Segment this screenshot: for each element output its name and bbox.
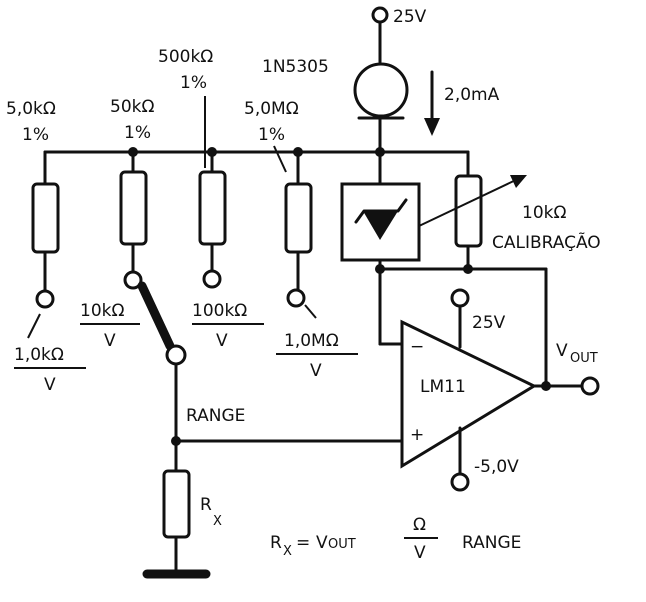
- diode-part-label: 1N5305: [262, 57, 329, 77]
- rx-label-sub: X: [213, 514, 222, 529]
- formula-equals: =: [296, 533, 310, 553]
- diode-1n5305-body: [353, 62, 409, 118]
- vout-label: V: [556, 341, 568, 361]
- range1-tolerance-label: 1%: [22, 125, 49, 145]
- opamp-minus-label: −: [410, 337, 424, 357]
- zener-bar-icon: [354, 198, 408, 224]
- range1-label-num: 1,0kΩ: [14, 345, 64, 365]
- range2-tolerance-label: 1%: [124, 123, 151, 143]
- formula-range: RANGE: [462, 533, 521, 553]
- range-switch-blade[interactable]: [137, 281, 175, 351]
- range3-label-den: V: [216, 331, 228, 351]
- rx-resistor[interactable]: [162, 469, 191, 539]
- formula-fraction-den: V: [414, 543, 426, 563]
- vout-label-sub: OUT: [570, 351, 598, 366]
- range4-label-num: 1,0MΩ: [284, 331, 339, 351]
- range2-switch-contact[interactable]: [123, 270, 143, 290]
- range3-resistor-label: 500kΩ: [158, 47, 213, 67]
- supply-25v-terminal: [371, 6, 389, 24]
- rx-label: R: [200, 495, 212, 515]
- opamp-name-label: LM11: [420, 377, 466, 397]
- vout-terminal[interactable]: [580, 376, 600, 396]
- range1-resistor: [31, 182, 60, 254]
- range4-resistor: [284, 182, 313, 254]
- range2-label-den: V: [104, 331, 116, 351]
- range-switch-label: RANGE: [186, 406, 245, 426]
- range4-tolerance-label: 1%: [258, 125, 285, 145]
- current-arrow-head: [424, 118, 440, 136]
- cal-wiper-arrow-shaft: [418, 177, 521, 227]
- opamp-vminus-label: -5,0V: [474, 457, 519, 477]
- range1-resistor-label: 5,0kΩ: [6, 99, 56, 119]
- opamp-vplus-label: 25V: [472, 313, 506, 333]
- range4-label-den: V: [310, 361, 322, 381]
- range1-switch-contact[interactable]: [35, 289, 55, 309]
- cal-wiper-arrow-head: [510, 175, 527, 188]
- opamp-vplus-terminal: [450, 288, 470, 308]
- formula-fraction-num: Ω: [413, 515, 426, 535]
- formula-lhs: R: [270, 533, 282, 553]
- current-label: 2,0mA: [444, 85, 500, 105]
- range2-resistor: [119, 170, 148, 246]
- opamp-lm11-body: [400, 319, 538, 469]
- range3-switch-contact[interactable]: [202, 269, 222, 289]
- range1-label-leader: [27, 313, 41, 339]
- range4-label-leader: [273, 145, 287, 173]
- range4-resistor-label: 5,0MΩ: [244, 99, 299, 119]
- opamp-vminus-terminal: [450, 472, 470, 492]
- range3-label-num: 100kΩ: [192, 301, 247, 321]
- formula-vout: V: [316, 533, 328, 553]
- cal-value-label: 10kΩ: [522, 203, 566, 223]
- range4-contact-leader: [304, 304, 317, 319]
- formula-vout-sub: OUT: [328, 537, 356, 552]
- range3-tolerance-label: 1%: [180, 73, 207, 93]
- range2-label-num: 10kΩ: [80, 301, 124, 321]
- range3-resistor: [198, 170, 227, 246]
- zener-triangle-icon: [363, 211, 398, 240]
- range1-label-den: V: [44, 375, 56, 395]
- range4-switch-contact[interactable]: [286, 288, 306, 308]
- supply-25v-label: 25V: [393, 7, 427, 27]
- cal-name-label: CALIBRAÇÃO: [492, 231, 601, 253]
- cal-potentiometer[interactable]: [454, 174, 483, 248]
- formula-lhs-sub: X: [283, 544, 292, 559]
- range2-resistor-label: 50kΩ: [110, 97, 154, 117]
- opamp-plus-label: +: [410, 425, 424, 445]
- range-switch-pivot[interactable]: [165, 344, 187, 366]
